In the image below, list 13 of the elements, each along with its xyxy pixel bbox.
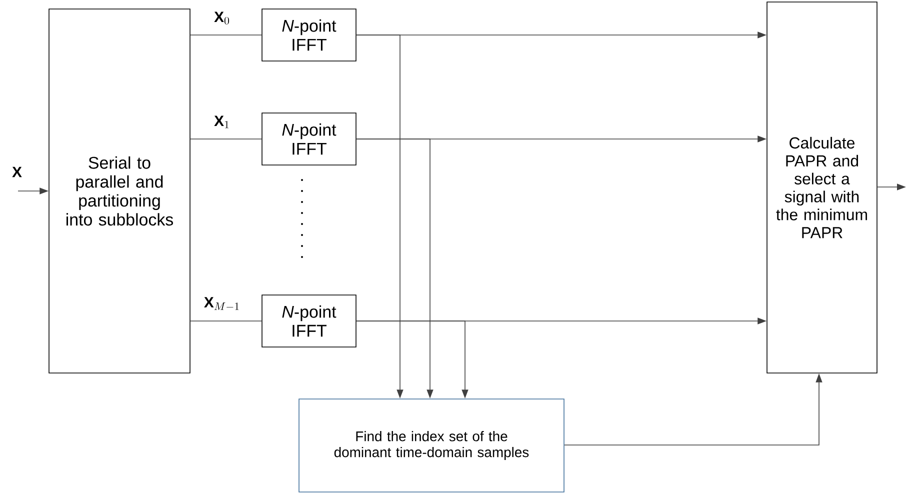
process-box: Find the index set of the dominant time-domain samples bbox=[298, 398, 564, 492]
connector-line bbox=[190, 34, 262, 36]
process-box: N-point IFFT bbox=[262, 8, 356, 62]
edge-label: $\mathbf{X}_{0}$ bbox=[214, 12, 230, 24]
edge-label: $\mathbf{X}_{M-1}$ bbox=[204, 297, 239, 310]
edge-label: $\mathbf{X}_{1}$ bbox=[214, 116, 229, 128]
process-box: Calculate PAPR and select a signal with the minimum PAPR bbox=[766, 2, 878, 374]
process-box: N-point IFFT bbox=[262, 294, 356, 348]
process-box: N-point IFFT bbox=[262, 112, 356, 166]
edge-label: $\mathbf{X}$ bbox=[12, 166, 22, 178]
connector-line bbox=[190, 320, 262, 322]
connector-line bbox=[190, 138, 262, 140]
process-box: Serial to parallel and partitioning into subblocks bbox=[48, 8, 190, 374]
